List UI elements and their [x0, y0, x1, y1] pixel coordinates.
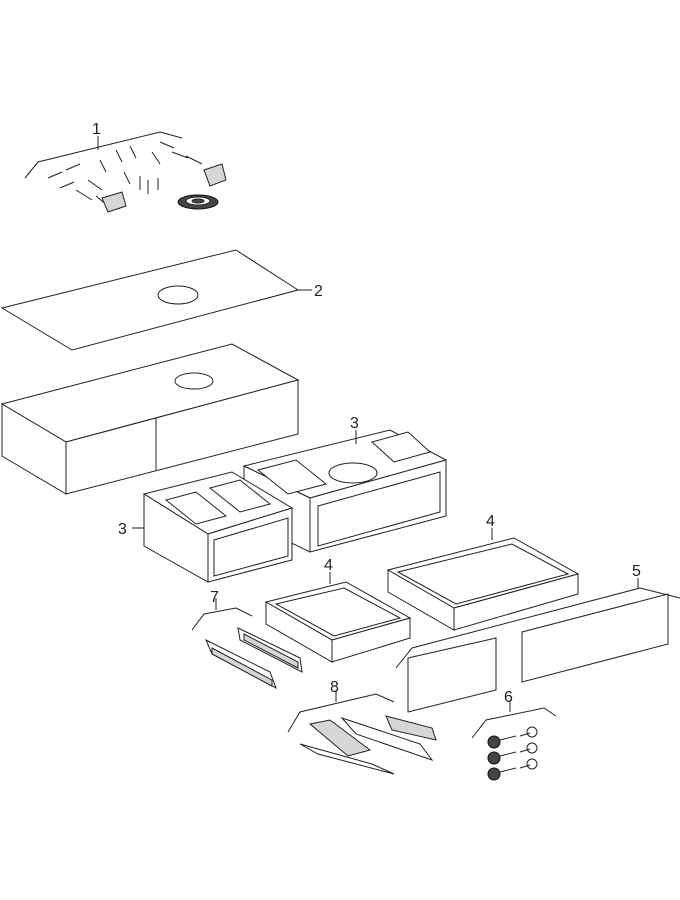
bracket-right [203, 163, 227, 187]
callout-2: 2 [314, 283, 323, 300]
part-8-screws: 6 [471, 689, 557, 781]
callout-5: 5 [632, 563, 641, 580]
callout-3-left: 3 [118, 521, 127, 538]
callout-3-right: 3 [350, 415, 359, 432]
callout-8: 6 [504, 689, 513, 706]
part-2-top-plate: 2 [0, 249, 323, 351]
bracket-left [101, 191, 127, 213]
front-panel-large [521, 593, 669, 683]
vanity-cabinet [0, 343, 300, 495]
part-3-sink-module: 3 [242, 415, 448, 553]
callout-7: 8 [330, 679, 339, 696]
part-4-drawer-large: 4 [386, 513, 580, 631]
part-7-front-fittings: 8 [287, 679, 437, 775]
sealing-tape-roll [177, 194, 219, 210]
callout-4-right: 4 [486, 513, 495, 530]
wall-anchors [47, 141, 203, 207]
part-5-drawer-fronts: 5 [395, 563, 680, 713]
part-3-side-module: 3 [118, 471, 294, 583]
part-4-drawer-small: 4 [264, 557, 412, 663]
front-panel-small [407, 637, 497, 713]
part-1-fixing-set: 1 [24, 121, 227, 213]
callout-6: 7 [210, 589, 219, 606]
part-6-drawer-runners: 7 [191, 589, 303, 690]
callout-1: 1 [92, 121, 101, 138]
screw-set [487, 726, 538, 781]
callout-4-left: 4 [324, 557, 333, 574]
